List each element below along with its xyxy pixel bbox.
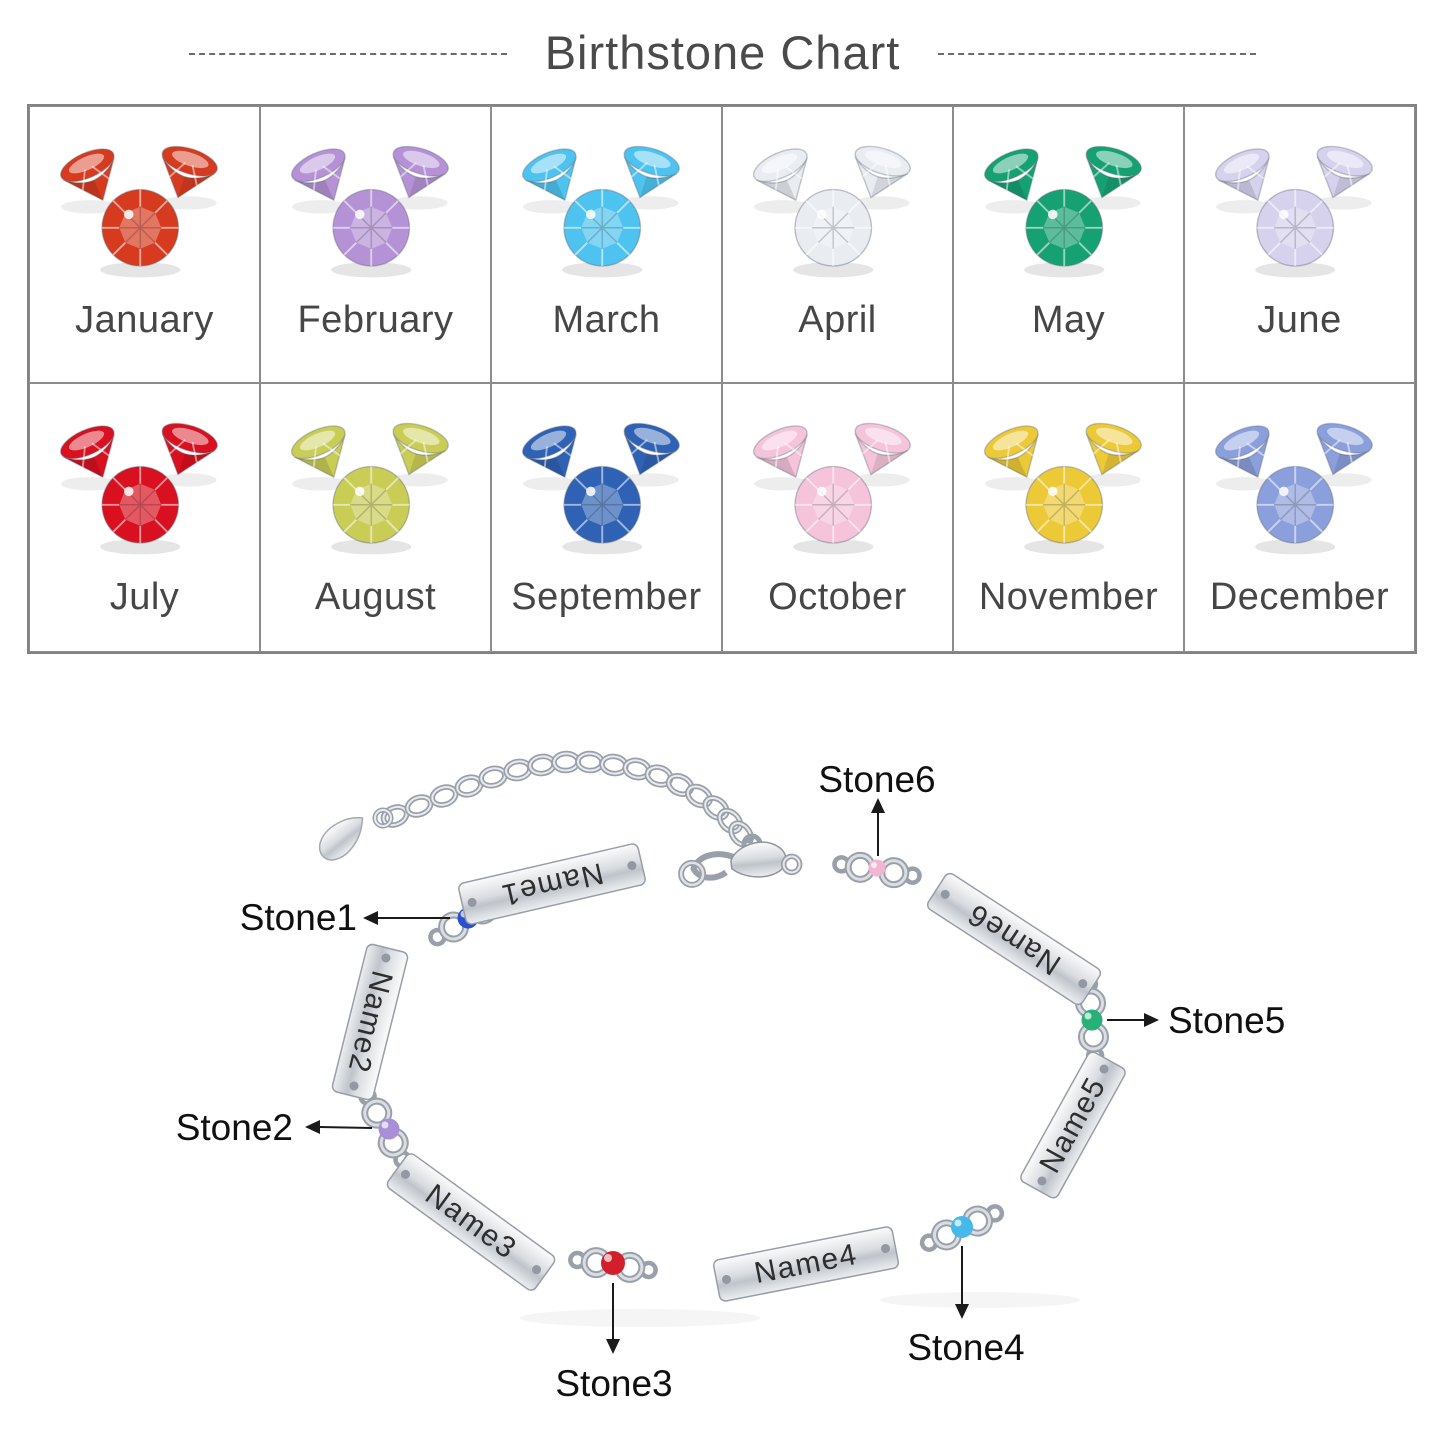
month-label: February xyxy=(297,299,454,341)
month-label: October xyxy=(768,576,907,618)
month-cell-february: February xyxy=(260,106,491,383)
month-cell-july: July xyxy=(29,383,260,652)
reflection-shadow xyxy=(880,1292,1080,1308)
stone3-callout: Stone3 xyxy=(555,1283,673,1404)
chain-end-tag xyxy=(318,817,364,861)
month-label: June xyxy=(1257,299,1342,341)
month-label: January xyxy=(75,299,214,341)
stone1-label: Stone1 xyxy=(240,897,357,938)
name-bar-3: Name3 xyxy=(386,1153,556,1291)
month-label: December xyxy=(1209,576,1390,618)
birthstone-5 xyxy=(1081,1009,1103,1031)
stone2-callout: Stone2 xyxy=(176,1107,373,1148)
page-title: Birthstone Chart xyxy=(544,25,901,79)
left-dashed-divider xyxy=(188,53,507,55)
name-bar-6: Name6 xyxy=(926,872,1102,1006)
month-cell-december: December xyxy=(1184,383,1415,652)
month-label: April xyxy=(798,299,877,341)
birthstone-table: January February March April May June Ju… xyxy=(27,104,1417,654)
stone4-callout: Stone4 xyxy=(907,1246,1025,1368)
stone6-label: Stone6 xyxy=(818,759,935,800)
name-bar-5: Name5 xyxy=(1020,1051,1126,1199)
name-bar-1: Name1 xyxy=(458,843,646,925)
birthstone-6 xyxy=(868,859,886,877)
stone4-label: Stone4 xyxy=(907,1327,1024,1368)
birthstone-3 xyxy=(601,1251,625,1275)
month-cell-september: September xyxy=(491,383,722,652)
month-label: July xyxy=(109,576,180,618)
month-cell-may: May xyxy=(953,106,1184,383)
month-label: May xyxy=(1031,299,1106,341)
month-cell-october: October xyxy=(722,383,953,652)
stone2-label: Stone2 xyxy=(176,1107,293,1148)
month-cell-june: June xyxy=(1184,106,1415,383)
name-bar-2: Name2 xyxy=(331,943,409,1101)
birthstone-4 xyxy=(951,1216,973,1238)
stone3-label: Stone3 xyxy=(555,1363,672,1404)
month-cell-january: January xyxy=(29,106,260,383)
month-cell-november: November xyxy=(953,383,1184,652)
right-dashed-divider xyxy=(938,53,1257,55)
lobster-clasp xyxy=(678,835,803,888)
month-cell-august: August xyxy=(260,383,491,652)
month-label: September xyxy=(511,576,702,618)
month-label: August xyxy=(314,576,437,618)
infinity-link-6 xyxy=(832,851,922,889)
reflection-shadow xyxy=(520,1309,760,1327)
stone6-callout: Stone6 xyxy=(818,759,936,856)
name-bar-4: Name4 xyxy=(712,1226,900,1302)
stone5-label: Stone5 xyxy=(1168,1000,1285,1041)
stone5-callout: Stone5 xyxy=(1107,1000,1285,1041)
page-header: Birthstone Chart xyxy=(0,0,1445,104)
month-label: March xyxy=(552,299,661,341)
month-cell-march: March xyxy=(491,106,722,383)
month-cell-april: April xyxy=(722,106,953,383)
month-label: November xyxy=(978,576,1159,618)
birthstone-2 xyxy=(378,1118,400,1140)
extension-chain xyxy=(372,750,763,855)
stone1-callout: Stone1 xyxy=(240,897,450,938)
